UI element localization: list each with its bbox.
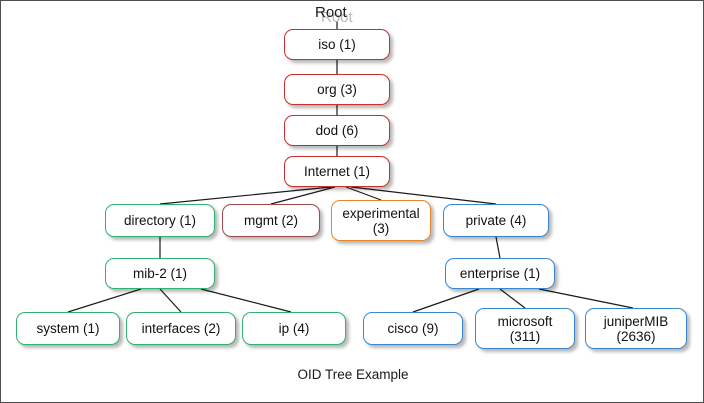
edge-internet-to-directory [159, 186, 332, 205]
node-org[interactable]: org (3) [284, 74, 390, 105]
node-mib2[interactable]: mib-2 (1) [105, 258, 215, 289]
node-ip[interactable]: ip (4) [242, 312, 346, 345]
node-enterprise[interactable]: enterprise (1) [445, 258, 555, 289]
edge-mib2-to-interfaces [159, 288, 182, 313]
node-microsoft[interactable]: microsoft (311) [475, 308, 575, 349]
node-interfaces[interactable]: interfaces (2) [126, 312, 236, 345]
edge-enterprise-to-cisco [412, 288, 480, 313]
node-directory[interactable]: directory (1) [105, 204, 215, 237]
edge-internet-to-experimental [345, 186, 382, 201]
edge-internet-to-mgmt [270, 186, 336, 205]
root-label: Root [315, 4, 347, 21]
edge-enterprise-to-microsoft [499, 288, 526, 309]
node-private[interactable]: private (4) [443, 204, 549, 237]
node-juniperMIB[interactable]: juniperMIB (2636) [585, 308, 687, 349]
node-system[interactable]: system (1) [16, 312, 120, 345]
node-dod[interactable]: dod (6) [284, 115, 390, 146]
node-mgmt[interactable]: mgmt (2) [222, 204, 320, 237]
root-label-shadow: Root [321, 9, 353, 26]
edge-private-to-enterprise [495, 236, 501, 259]
edge-mib2-to-ip [200, 288, 292, 313]
node-iso[interactable]: iso (1) [284, 29, 390, 60]
diagram-caption: OID Tree Example [297, 367, 409, 382]
edge-enterprise-to-juniperMIB [538, 288, 634, 309]
node-cisco[interactable]: cisco (9) [363, 312, 463, 345]
node-internet[interactable]: Internet (1) [284, 156, 390, 187]
node-experimental[interactable]: experimental (3) [331, 200, 431, 241]
edge-mib2-to-system [67, 288, 142, 313]
